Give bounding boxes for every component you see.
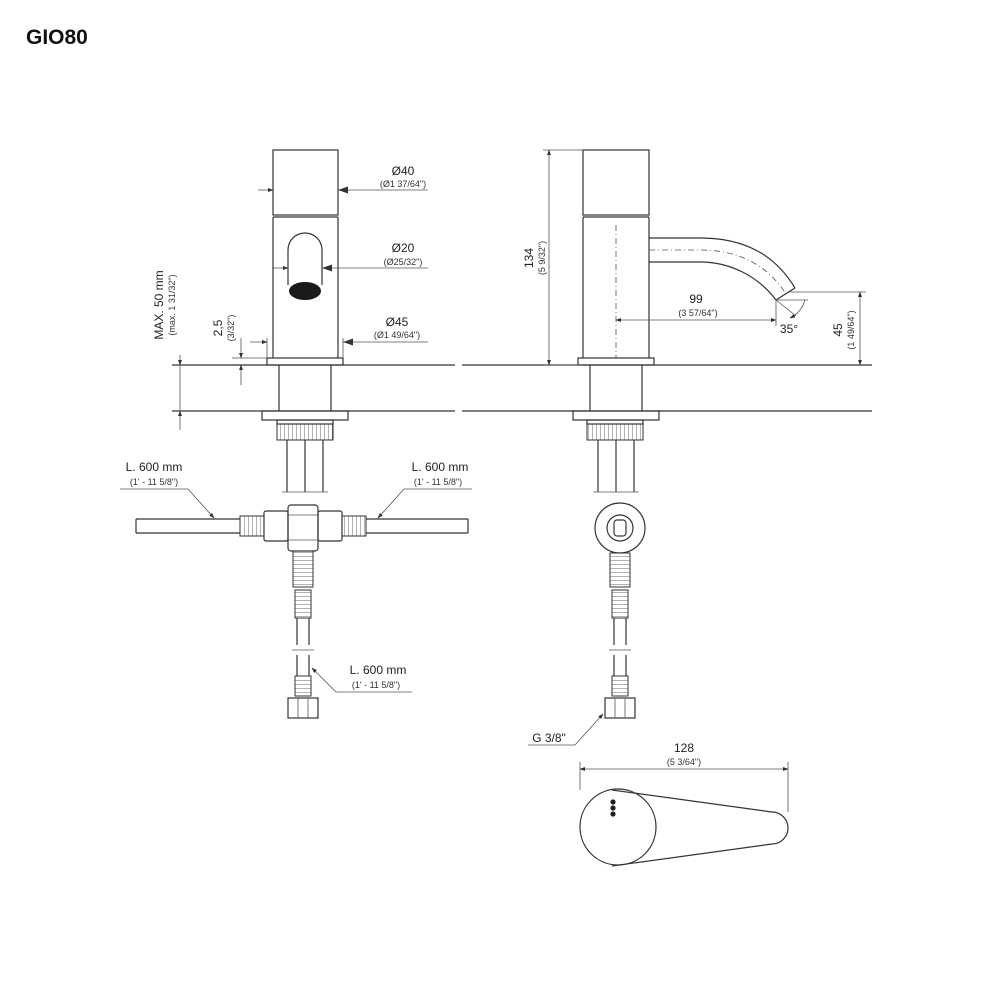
label-thickness-sub: (3/32") xyxy=(226,315,236,342)
label-spout-height-main: 45 xyxy=(831,323,845,337)
label-max-sub: (max. 1 31/32") xyxy=(167,274,177,335)
label-angle: 35° xyxy=(780,322,798,336)
label-d40-main: Ø40 xyxy=(392,164,415,178)
top-view xyxy=(579,788,789,867)
label-hose-left: L. 600 mm (1' - 11 5/8") xyxy=(126,460,183,487)
label-width: 128 (5 3/64") xyxy=(667,741,701,767)
label-d45-sub: (Ø1 49/64") xyxy=(374,330,420,340)
label-hose-left-sub: (1' - 11 5/8") xyxy=(130,477,178,487)
front-view xyxy=(135,149,469,719)
label-height: 134 (5 9/32") xyxy=(522,241,547,275)
label-spout-height-sub: (1 49/64") xyxy=(846,310,856,349)
label-d45-main: Ø45 xyxy=(386,315,409,329)
label-spout-height: 45 (1 49/64") xyxy=(831,310,856,349)
label-reach-sub: (3 57/64") xyxy=(678,308,717,318)
top-dimensions xyxy=(579,762,789,812)
label-height-sub: (5 9/32") xyxy=(537,241,547,275)
label-reach-main: 99 xyxy=(689,292,703,306)
hose-leaders xyxy=(120,488,472,693)
label-hose-bottom-main: L. 600 mm xyxy=(350,663,407,677)
label-hose-bottom-sub: (1' - 11 5/8") xyxy=(352,680,400,690)
label-thickness-main: 2,5 xyxy=(211,319,225,336)
label-hose-right: L. 600 mm (1' - 11 5/8") xyxy=(412,460,469,487)
label-connection-main: G 3/8" xyxy=(532,731,566,745)
model-title: GIO80 xyxy=(26,26,88,49)
label-hose-right-sub: (1' - 11 5/8") xyxy=(414,477,462,487)
label-hose-bottom: L. 600 mm (1' - 11 5/8") xyxy=(350,663,407,690)
label-thickness: 2,5 (3/32") xyxy=(211,315,236,342)
label-d40-sub: (Ø1 37/64") xyxy=(380,179,426,189)
side-view xyxy=(572,149,796,719)
label-d20-main: Ø20 xyxy=(392,241,415,255)
label-max-thickness: MAX. 50 mm (max. 1 31/32") xyxy=(152,270,177,339)
label-d45: Ø45 (Ø1 49/64") xyxy=(374,315,420,340)
label-d40: Ø40 (Ø1 37/64") xyxy=(380,164,426,189)
label-width-sub: (5 3/64") xyxy=(667,757,701,767)
label-width-main: 128 xyxy=(674,741,694,755)
label-d20-sub: (Ø25/32") xyxy=(384,257,423,267)
side-dimensions xyxy=(543,149,866,366)
label-reach: 99 (3 57/64") xyxy=(678,292,717,318)
label-d20: Ø20 (Ø25/32") xyxy=(384,241,423,267)
front-dimensions xyxy=(178,186,428,430)
label-max-main: MAX. 50 mm xyxy=(152,270,166,339)
label-height-main: 134 xyxy=(522,248,536,268)
label-connection: G 3/8" xyxy=(528,713,604,746)
countertop-surface xyxy=(172,364,872,412)
label-hose-right-main: L. 600 mm xyxy=(412,460,469,474)
label-hose-left-main: L. 600 mm xyxy=(126,460,183,474)
